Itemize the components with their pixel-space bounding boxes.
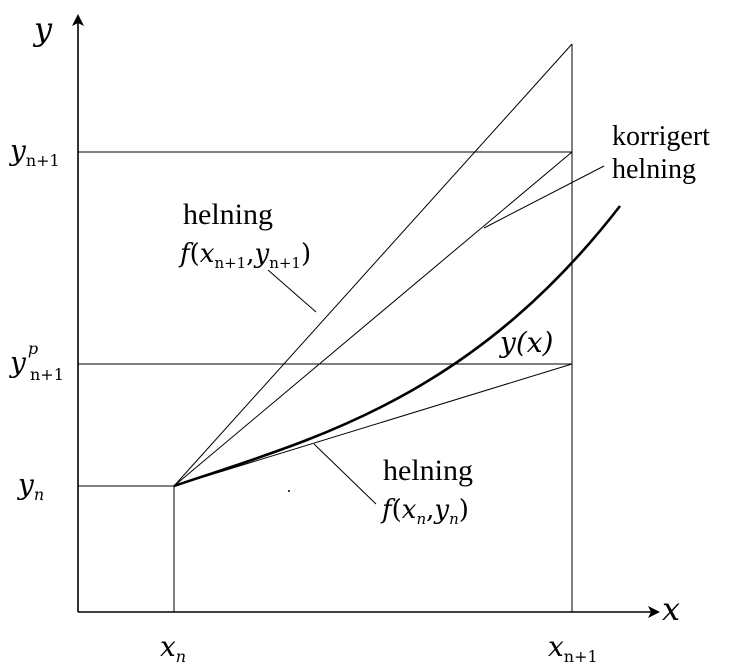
tick-y-n1: yn+1 <box>8 134 60 170</box>
corrected-slope-label-line2: helning <box>612 154 696 185</box>
solution-curve <box>173 205 622 488</box>
y-axis-label: y <box>32 10 53 48</box>
slope-predicted-title: helning <box>183 198 273 231</box>
curve-label: y(x) <box>498 326 553 359</box>
tick-x-n1: xn+1 <box>548 630 598 664</box>
slope-start-leader <box>313 443 377 505</box>
corrected-slope-label-line1: korrigert <box>612 121 710 152</box>
slope-start-title: helning <box>383 454 473 487</box>
corrected-slope-line <box>173 151 573 487</box>
tick-x-n: xn <box>160 630 186 664</box>
slope-start-line <box>173 363 573 487</box>
stray-dot <box>288 490 290 492</box>
slope-predicted-leader <box>267 269 317 313</box>
x-axis-label: x <box>662 590 680 628</box>
slope-start-formula: f(xn,yn) <box>380 495 469 528</box>
corrected-slope-leader <box>483 165 605 229</box>
slope-predicted-formula: f(xn+1,yn+1) <box>178 239 311 272</box>
slope-predicted-line <box>173 43 573 487</box>
tick-y-n: yn <box>16 468 44 504</box>
